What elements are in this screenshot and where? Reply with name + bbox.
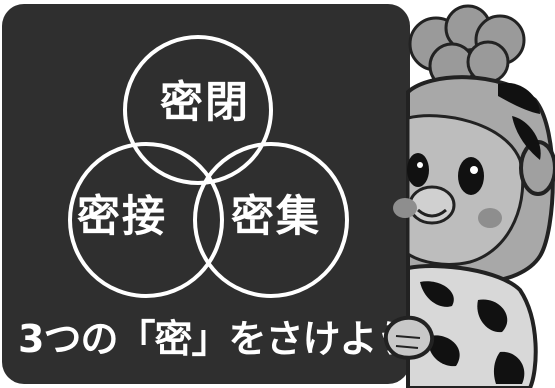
venn-circle-right — [193, 142, 349, 298]
mascot-eye-right-icon — [458, 157, 484, 195]
venn-label-crowded-places: 密集 — [231, 192, 321, 242]
mascot-mouth-icon — [408, 185, 456, 225]
venn-circle-top — [123, 35, 273, 185]
venn-circle-left — [68, 142, 224, 298]
slogan-text: 3つの「密」をさけよう — [18, 317, 414, 361]
venn-label-close-contact: 密接 — [77, 192, 167, 242]
venn-label-closed-spaces: 密閉 — [160, 78, 250, 128]
mascot-eye-left-icon — [407, 153, 429, 187]
